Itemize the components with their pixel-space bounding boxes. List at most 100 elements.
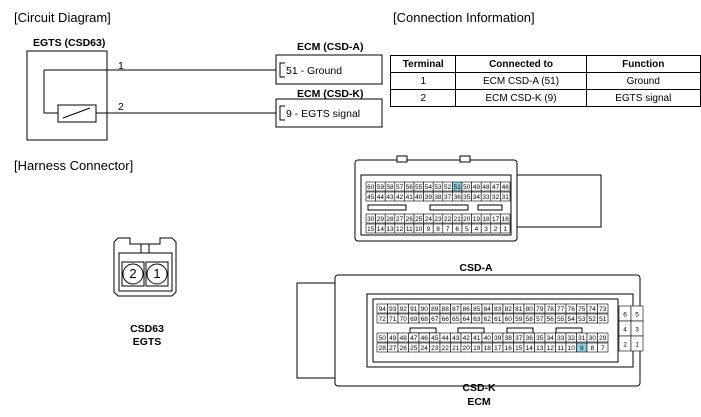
- pin-label: 36: [526, 335, 534, 342]
- pin-cell: [500, 181, 511, 192]
- ecm-csd-k-terminal: 9 - EGTS signal: [286, 108, 361, 120]
- pin-label: 32: [568, 335, 576, 342]
- pin-label: 72: [379, 316, 387, 323]
- pin-label: 25: [415, 216, 423, 223]
- pin-label: 38: [434, 194, 442, 201]
- pin-label: 64: [463, 316, 471, 323]
- pin-label: 15: [367, 226, 375, 233]
- circuit-diagram-title: [Circuit Diagram]: [14, 10, 111, 25]
- pin-label: 43: [386, 194, 394, 201]
- pin-label: 51: [599, 316, 607, 323]
- pin-label: 45: [431, 335, 439, 342]
- pin-label: 93: [389, 306, 397, 313]
- pin-label: 14: [526, 345, 534, 352]
- pin-label: 24: [421, 345, 429, 352]
- pin-label: 1: [635, 342, 639, 349]
- pin-label: 62: [484, 316, 492, 323]
- pin-label: 34: [547, 335, 555, 342]
- pin-cell: [500, 213, 511, 224]
- pin-label: 35: [463, 194, 471, 201]
- pin-label: 45: [367, 194, 375, 201]
- pin-label: 63: [473, 316, 481, 323]
- pin-cell: [597, 313, 609, 324]
- pin-label: 60: [505, 316, 513, 323]
- pin-label: 23: [431, 345, 439, 352]
- pin-label: 11: [557, 345, 564, 352]
- pin-label: 87: [452, 306, 460, 313]
- pin-label: 48: [482, 184, 490, 191]
- pin-label: 33: [557, 335, 565, 342]
- pin-label: 52: [589, 316, 597, 323]
- pin-label: 18: [482, 216, 490, 223]
- ecm-csd-k-box: [275, 98, 383, 128]
- pin-label: 6: [455, 226, 459, 233]
- pin-label: 43: [452, 335, 460, 342]
- pin-label: 2: [623, 342, 627, 349]
- pin-label: 23: [434, 216, 442, 223]
- pin-label: 44: [442, 335, 450, 342]
- pin-label: 59: [377, 184, 385, 191]
- pin-label: 77: [557, 306, 565, 313]
- header-connected-to: Connected to: [455, 55, 587, 73]
- pin-label: 21: [452, 345, 460, 352]
- connection-info-title: [Connection Information]: [393, 10, 535, 25]
- egts-component-label: EGTS (CSD63): [33, 37, 106, 49]
- pin-cell: [597, 332, 609, 343]
- pin-label: 73: [599, 306, 607, 313]
- pin-label: 68: [421, 316, 429, 323]
- csd63-pin-1: 1: [153, 266, 161, 281]
- pin-label: 56: [406, 184, 414, 191]
- pin-label: 19: [473, 216, 481, 223]
- pin-label: 16: [502, 216, 510, 223]
- pin-label: 89: [431, 306, 439, 313]
- pin-label: 83: [494, 306, 502, 313]
- pin-label: 1: [503, 226, 507, 233]
- pin-label: 44: [377, 194, 385, 201]
- pin-label: 86: [463, 306, 471, 313]
- pin-label: 65: [452, 316, 460, 323]
- pin-label: 49: [473, 184, 481, 191]
- pin-label: 26: [406, 216, 414, 223]
- pin-label: 54: [568, 316, 576, 323]
- pin-label: 49: [389, 335, 397, 342]
- pin-label: 40: [484, 335, 492, 342]
- pin-label: 76: [568, 306, 576, 313]
- pin-label: 55: [415, 184, 423, 191]
- pin-label: 9: [427, 226, 431, 233]
- pin-label: 42: [396, 194, 404, 201]
- pin-label: 47: [492, 184, 500, 191]
- table-header-row: Terminal Connected to Function: [389, 55, 701, 73]
- pin-label: 32: [492, 194, 500, 201]
- pin-label: 55: [557, 316, 565, 323]
- pin-label: 91: [410, 306, 418, 313]
- pin-cell: [500, 191, 511, 202]
- pin-label: 75: [578, 306, 586, 313]
- row2-terminal: 2: [389, 89, 457, 107]
- pin-label: 60: [367, 184, 375, 191]
- pin-label: 66: [442, 316, 450, 323]
- pin-cell: [597, 342, 609, 353]
- pin-label: 4: [623, 327, 627, 334]
- pin-label: 56: [547, 316, 555, 323]
- pin-label: 6: [623, 312, 627, 319]
- pin-label: 18: [484, 345, 492, 352]
- header-function: Function: [585, 55, 701, 73]
- pin-label: 10: [568, 345, 576, 352]
- pin-label: 25: [410, 345, 418, 352]
- pin-label: 10: [415, 226, 423, 233]
- pin-label: 88: [442, 306, 450, 313]
- pin-label: 28: [386, 216, 394, 223]
- pin-label: 31: [502, 194, 510, 201]
- pin-label: 20: [463, 345, 471, 352]
- pin-label: 82: [505, 306, 513, 313]
- pin-label: 53: [578, 316, 586, 323]
- pin-label: 27: [396, 216, 404, 223]
- pin-label: 30: [589, 335, 597, 342]
- pin-label: 39: [494, 335, 502, 342]
- pin-label: 90: [421, 306, 429, 313]
- pin-label: 12: [396, 226, 404, 233]
- pin-label: 11: [406, 226, 413, 233]
- pin-label: 15: [515, 345, 523, 352]
